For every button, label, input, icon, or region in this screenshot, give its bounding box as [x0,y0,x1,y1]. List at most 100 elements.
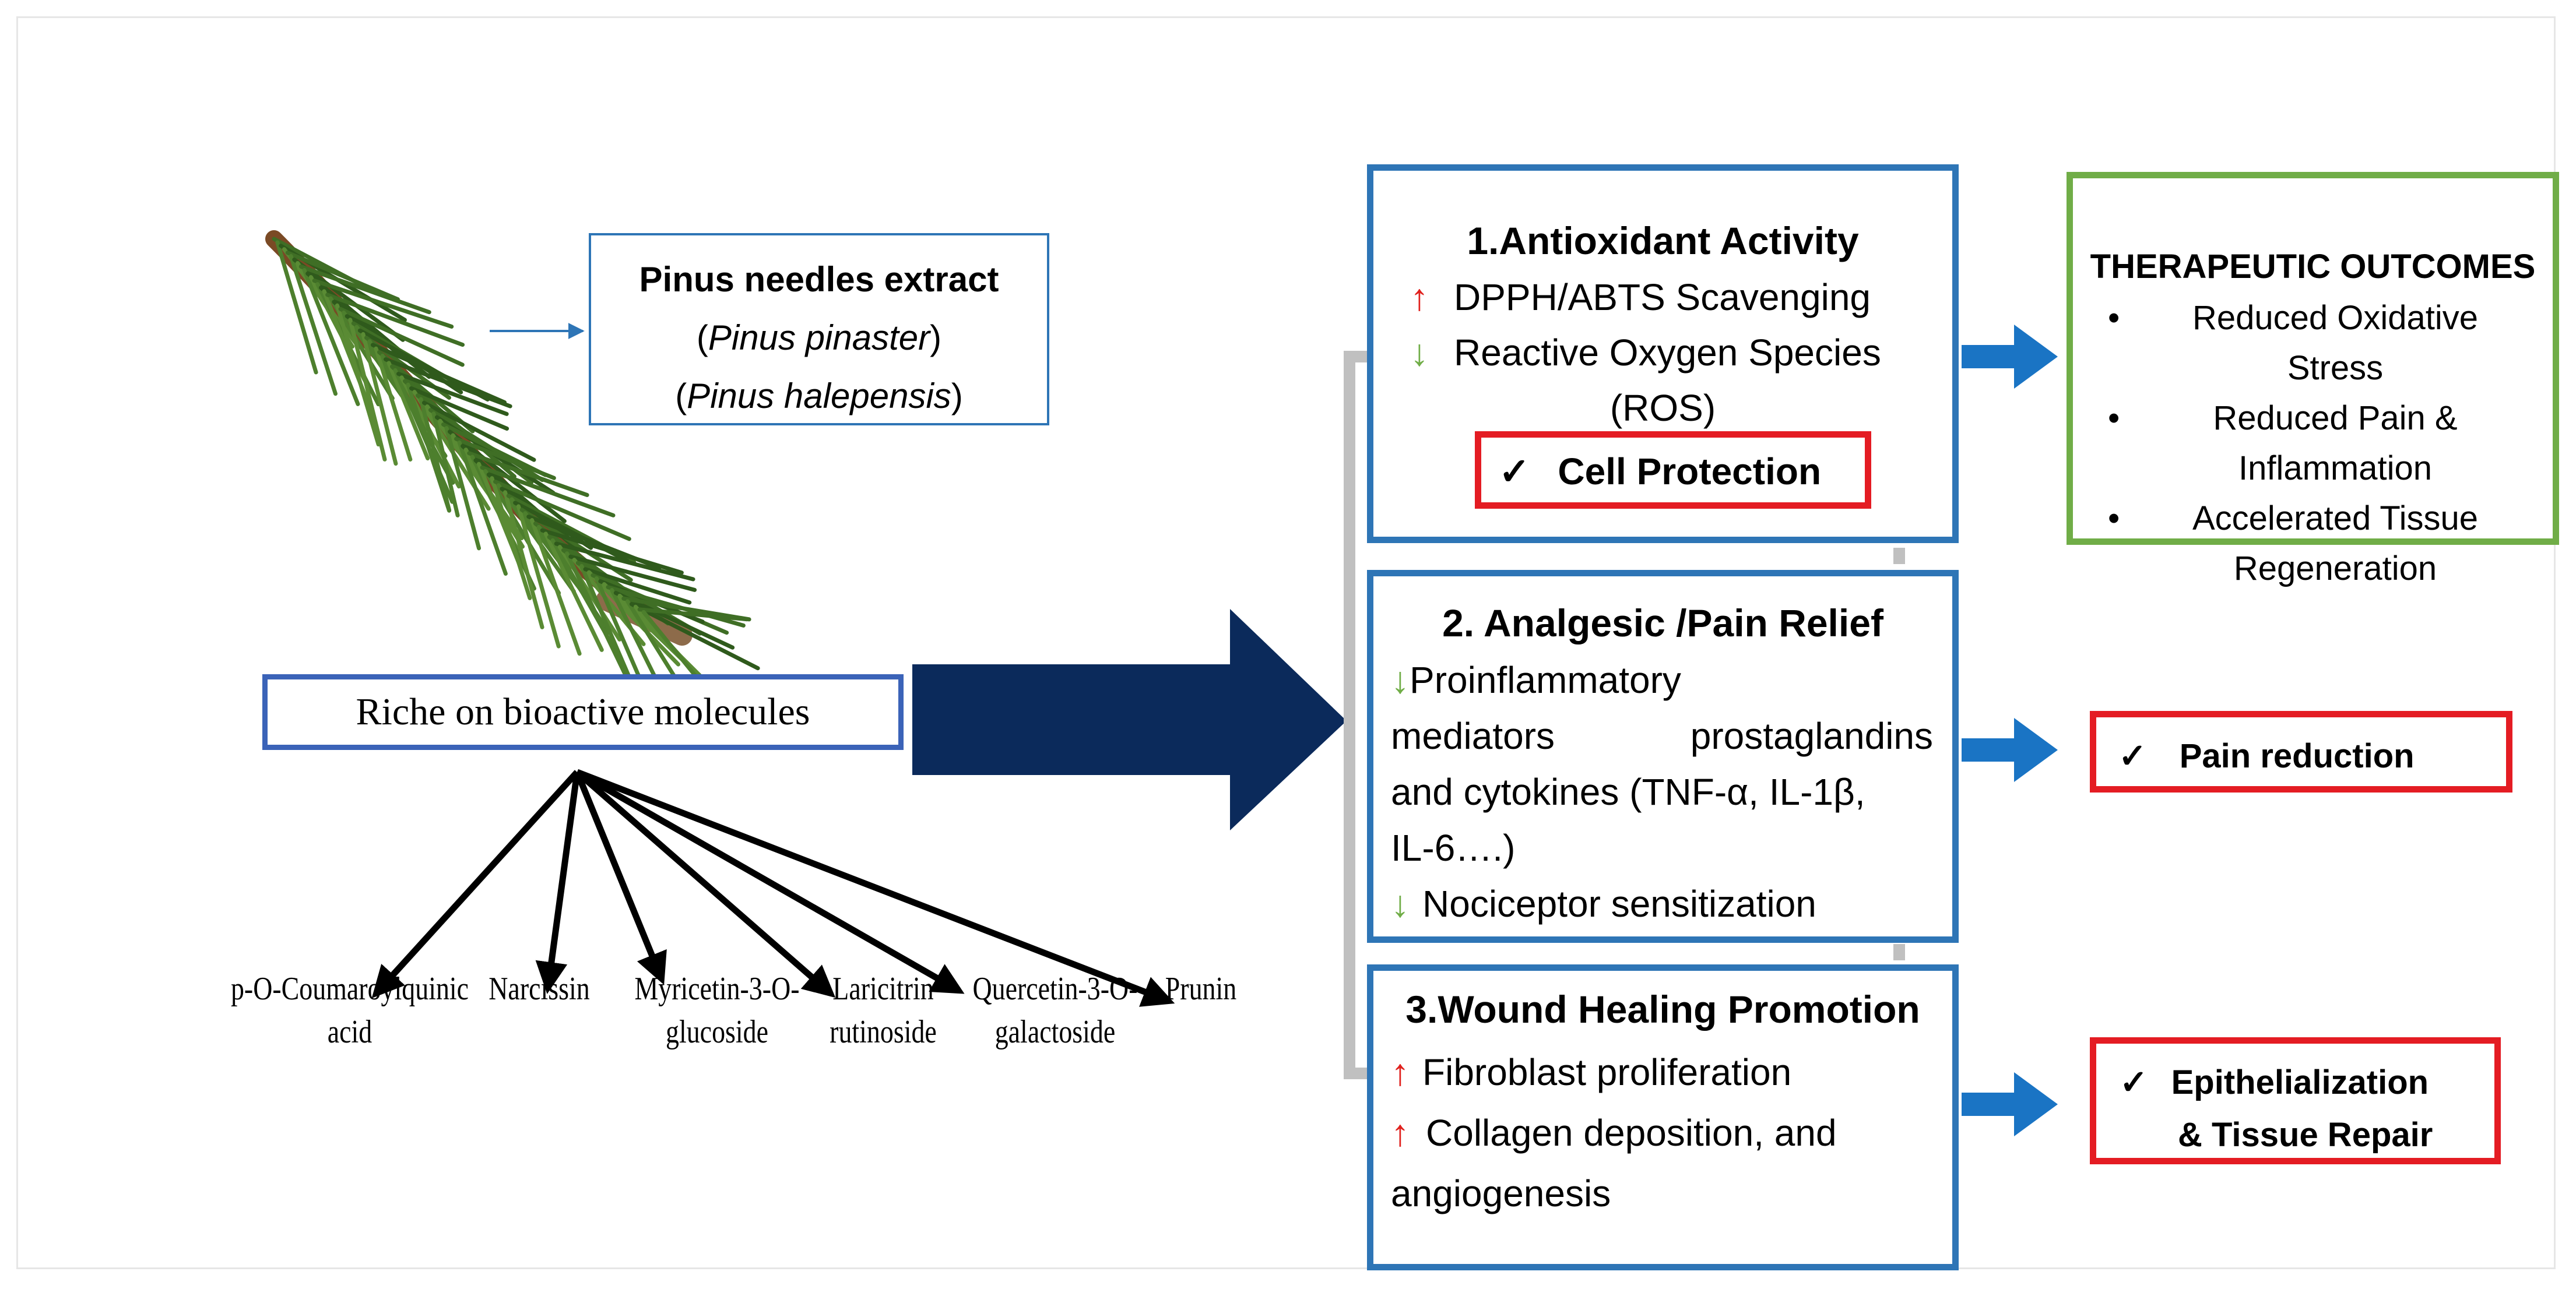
analgesic-line-1: ↓ Proinflammatory [1391,652,1933,708]
wound-line-1: ↑ Fibroblast proliferation [1391,1042,1933,1103]
bioactive-label: Riche on bioactive molecules [356,691,810,733]
pine-needle [384,357,512,408]
antioxidant-title: 1.Antioxidant Activity [1467,219,1859,262]
pine-needle [335,303,381,447]
pine-needle [629,602,760,671]
pine-needle [409,386,509,431]
arrow-to-outcomes [1962,325,2058,389]
main-flow-arrow [912,609,1347,830]
pine-needle [565,551,632,687]
pine-needle [568,554,697,592]
pine-needle [496,483,576,594]
pine-needle [305,271,400,352]
pine-needle [289,254,338,396]
check-icon: ✓ [1499,450,1530,492]
pine-needle [386,361,430,461]
wound-text: ↑ Fibroblast proliferation ↑ Collagen de… [1391,1042,1933,1224]
pine-needle [543,531,604,652]
pine-needle [493,480,631,541]
pine-needle [490,476,532,600]
molecule-myricetin: Myricetin-3-O-glucoside [634,971,800,1050]
wound-title: 3.Wound Healing Promotion [1405,988,1920,1031]
activity-connector [1344,351,1905,1079]
wound-line-2: ↑ Collagen deposition, and [1391,1103,1933,1163]
extract-title: Pinus needles extract [639,260,999,299]
pine-needle [540,528,684,575]
cell-protection-label: ✓ Cell Protection [1499,450,1822,492]
pine-needle [312,279,454,329]
pine-branch-icon [265,230,760,715]
pine-needle [348,318,387,462]
molecule-narcissin: Narcissin [489,971,590,1007]
cell-protection-box: ✓ Cell Protection [1475,431,1871,509]
up-arrow-icon: ↑ [1410,276,1429,318]
wound-line-3: angiogenesis [1391,1172,1611,1214]
pine-needle [516,504,561,649]
pine-needle [467,451,589,497]
pine-needle [454,436,556,480]
pine-needle [361,332,398,466]
pine-needle [275,240,318,375]
pain-reduction-label: ✓ Pain reduction [2118,737,2415,775]
down-arrow-icon: ↓ [1410,332,1429,374]
molecule-prunin: Prunin [1165,971,1237,1007]
epithelialization-label: ✓Epithelialization & Tissue Repair [2120,1063,2433,1154]
pine-needle [396,372,509,416]
check-icon: ✓ [2118,737,2147,775]
analgesic-title: 2. Analgesic /Pain Relief [1442,601,1883,644]
pine-needle [480,465,616,517]
check-icon: ✓ [2120,1063,2148,1101]
up-arrow-icon: ↑ [1391,1112,1410,1154]
therapeutic-outcomes-box: THERAPEUTIC OUTCOMES • Reduced Oxidative… [2067,172,2559,587]
bioactive-label-box: Riche on bioactive molecules [262,674,904,750]
outcome-item: • Reduced Pain &Inflammation [2108,399,2458,487]
analgesic-line-4: IL-6….) [1391,827,1516,869]
pine-needle [338,307,465,367]
up-arrow-icon: ↑ [1391,1051,1410,1093]
pine-needle [637,607,749,622]
antioxidant-ros: ↓ Reactive Oxygen Species [1397,331,1881,374]
pine-needle [292,258,405,342]
arrow-to-pain [1962,718,2058,782]
wound-healing-box: 3.Wound Healing Promotion ↑ Fibroblast p… [1367,964,1959,1270]
pine-needle [325,293,465,347]
analgesic-box: 2. Analgesic /Pain Relief ↓ Proinflammat… [1367,570,1959,943]
figure-frame [16,16,2556,1269]
species-halepensis: (Pinus halepensis) [675,376,963,415]
pine-needle [374,346,413,462]
pine-needle [444,426,482,551]
pine-needle [503,490,544,629]
epithelialization-box: ✓Epithelialization & Tissue Repair [2090,1037,2501,1164]
analgesic-line-3: and cytokines (TNF-α, IL-1β, [1391,771,1865,813]
pine-needle [554,541,695,582]
down-arrow-icon: ↓ [1391,883,1410,925]
pine-needle [583,567,692,605]
species-pinaster: (Pinus pinaster) [696,318,942,357]
pain-reduction-box: ✓ Pain reduction [2090,711,2512,793]
extract-box: Pinus needles extract (Pinus pinaster) (… [589,233,1049,425]
antioxidant-ros-abbrev: (ROS) [1609,387,1716,429]
pine-needle [285,251,400,302]
antioxidant-scavenging: ↑ DPPH/ABTS Scavenging [1397,276,1871,319]
down-arrow-icon: ↓ [1391,659,1410,701]
analgesic-text: ↓ Proinflammatory mediators prostaglandi… [1391,652,1933,932]
pine-needle [457,440,508,576]
pine-needle [419,397,452,513]
molecule-arrows [371,769,1175,1007]
pine-needle [530,518,582,656]
arrow-to-epithelialization [1962,1072,2058,1136]
analgesic-line-5: ↓ Nociceptor sensitization [1391,876,1933,932]
molecule-quercetin: Quercetin-3-O-galactoside [972,971,1138,1050]
pine-needle [610,588,662,690]
pine-needle [586,570,681,667]
pine-needle [579,564,639,698]
pine-needle [421,400,536,462]
pine-needle [298,264,431,315]
